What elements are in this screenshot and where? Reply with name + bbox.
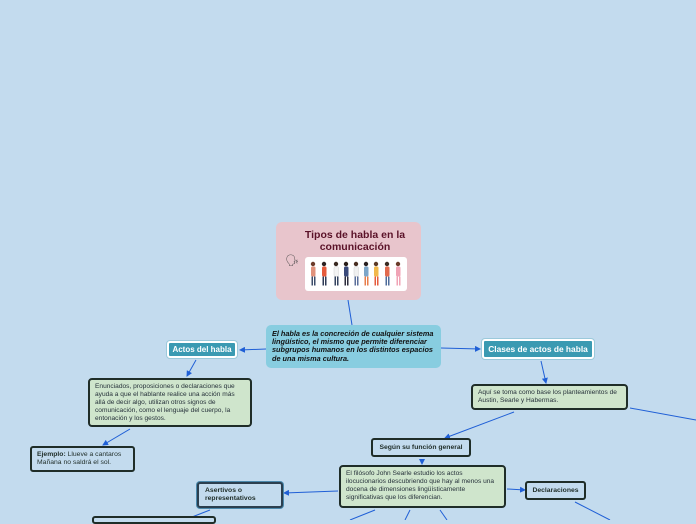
node-clases-de-actos[interactable]: Clases de actos de habla <box>482 339 594 359</box>
node-enunciados[interactable]: Enunciados, proposiciones o declaracione… <box>88 378 252 427</box>
node-actos-del-habla[interactable]: Actos del habla <box>167 341 237 358</box>
central-topic[interactable]: El habla es la concreción de cualquier s… <box>266 325 441 368</box>
speaker-icon: 🗣 <box>285 254 299 267</box>
ejemplo-label: Ejemplo: <box>37 451 66 458</box>
node-declaraciones[interactable]: Declaraciones <box>525 481 586 500</box>
node-asertivos[interactable]: Asertivos o representativos <box>197 482 283 508</box>
people-illustration-graphic <box>305 257 407 291</box>
title-card[interactable]: Tipos de habla en la comunicación 🗣 <box>276 222 421 300</box>
node-partial-bottom[interactable] <box>92 516 216 524</box>
node-aqui-base[interactable]: Aquí se toma como base los planteamiento… <box>471 384 628 410</box>
page-title: Tipos de habla en la comunicación <box>296 229 414 253</box>
node-filosofo-searle[interactable]: El filósofo John Searle estudio los acto… <box>339 465 506 508</box>
people-illustration <box>305 257 407 291</box>
node-segun-funcion[interactable]: Según su función general <box>371 438 471 457</box>
node-ejemplo[interactable]: Ejemplo: Llueve a cantaros Mañana no sal… <box>30 446 135 472</box>
